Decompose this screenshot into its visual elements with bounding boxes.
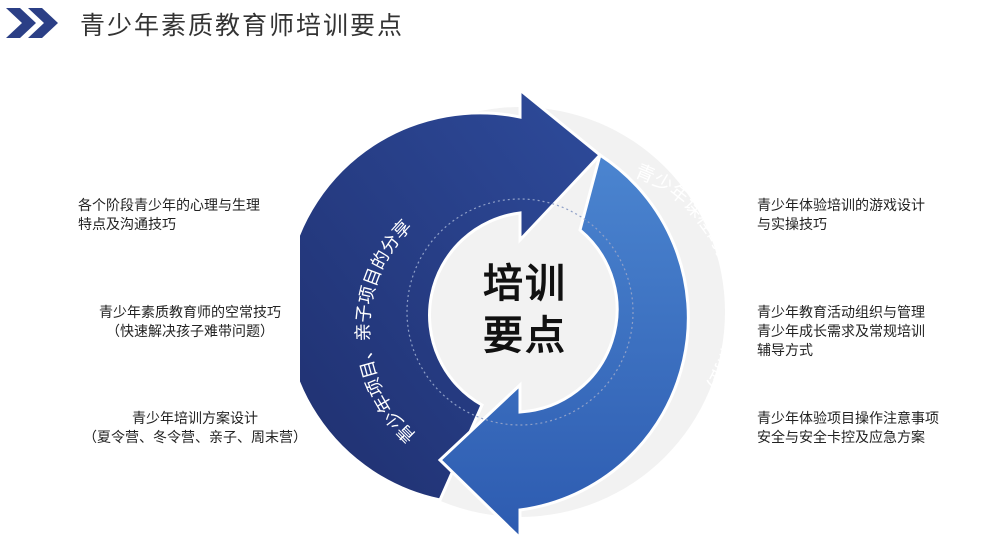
left-cycle-arrow — [300, 86, 603, 502]
cycle-diagram: 青少年项目、亲子项目的分享、实操 青少年课程的实际、营销和推广 — [300, 85, 740, 542]
right-item-3-line-1: 青少年体验项目操作注意事项 — [757, 411, 939, 427]
center-label: 培训 要点 — [445, 258, 605, 362]
center-label-line2: 要点 — [483, 313, 567, 359]
right-item-1: 青少年体验培训的游戏设计 与实操技巧 — [757, 197, 982, 235]
right-item-3-line-2: 安全与安全卡控及应急方案 — [757, 430, 925, 446]
right-item-2-line-2: 青少年成长需求及常规培训 — [757, 324, 925, 340]
header: 青少年素质教育师培训要点 — [0, 0, 1000, 50]
right-item-2-line-3: 辅导方式 — [757, 343, 813, 359]
right-cycle-arrow — [437, 152, 690, 542]
left-item-2-line-1: 青少年素质教育师的空常技巧 — [99, 305, 281, 321]
left-item-1: 各个阶段青少年的心理与生理 特点及沟通技巧 — [78, 197, 308, 235]
left-item-1-line-2: 特点及沟通技巧 — [78, 217, 176, 233]
page-title: 青少年素质教育师培训要点 — [80, 11, 405, 40]
right-item-1-line-2: 与实操技巧 — [757, 217, 827, 233]
right-item-1-line-1: 青少年体验培训的游戏设计 — [757, 198, 925, 214]
left-item-2: 青少年素质教育师的空常技巧 （快速解决孩子难带问题） — [70, 304, 310, 342]
left-item-3-line-1: 青少年培训方案设计 — [132, 411, 258, 427]
right-item-3: 青少年体验项目操作注意事项 安全与安全卡控及应急方案 — [757, 410, 992, 448]
center-label-line1: 培训 — [483, 261, 567, 307]
left-item-3-line-2: （夏令营、冬令营、亲子、周末营） — [83, 430, 307, 446]
inner-dotted-circle — [406, 198, 634, 426]
right-item-2-line-1: 青少年教育活动组织与管理 — [757, 305, 925, 321]
left-item-1-line-1: 各个阶段青少年的心理与生理 — [78, 198, 260, 214]
double-chevron-right-icon — [6, 8, 58, 38]
right-item-2: 青少年教育活动组织与管理 青少年成长需求及常规培训 辅导方式 — [757, 304, 982, 361]
left-item-3: 青少年培训方案设计 （夏令营、冬令营、亲子、周末营） — [60, 410, 330, 448]
left-item-2-line-2: （快速解决孩子难带问题） — [106, 324, 274, 340]
